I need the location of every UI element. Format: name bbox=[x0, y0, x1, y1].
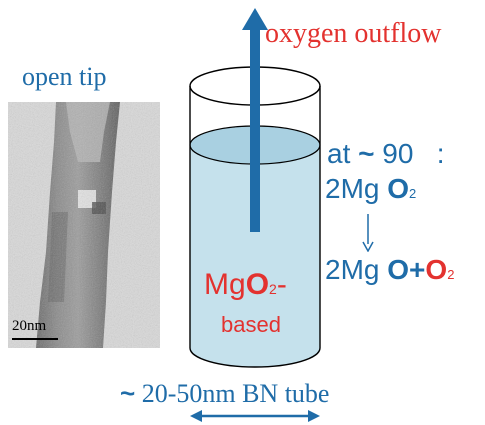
liquid-filling bbox=[190, 145, 320, 367]
oxygen-outflow-label: oxygen outflow bbox=[265, 18, 442, 49]
scale-bar bbox=[12, 338, 58, 340]
reaction-reactant: 2Mg O2 bbox=[325, 173, 417, 204]
tube-bottom-edge bbox=[189, 347, 321, 368]
reaction-product: 2Mg O+O2 bbox=[325, 254, 455, 285]
temperature-label: at ~ 90 : bbox=[327, 138, 445, 169]
scale-bar-label: 20nm bbox=[12, 318, 47, 334]
outflow-arrowhead bbox=[242, 8, 268, 30]
open-tip-label: open tip bbox=[22, 62, 107, 91]
bn-tube-cylinder bbox=[189, 8, 321, 422]
width-arrow bbox=[190, 410, 320, 422]
reaction-arrow-icon bbox=[362, 214, 374, 252]
mgo2-label: MgO2- bbox=[204, 268, 287, 301]
tem-micrograph-image bbox=[8, 102, 160, 348]
based-label: based bbox=[221, 312, 281, 337]
tube-width-label: ~ 20-50nm BN tube bbox=[120, 378, 330, 408]
